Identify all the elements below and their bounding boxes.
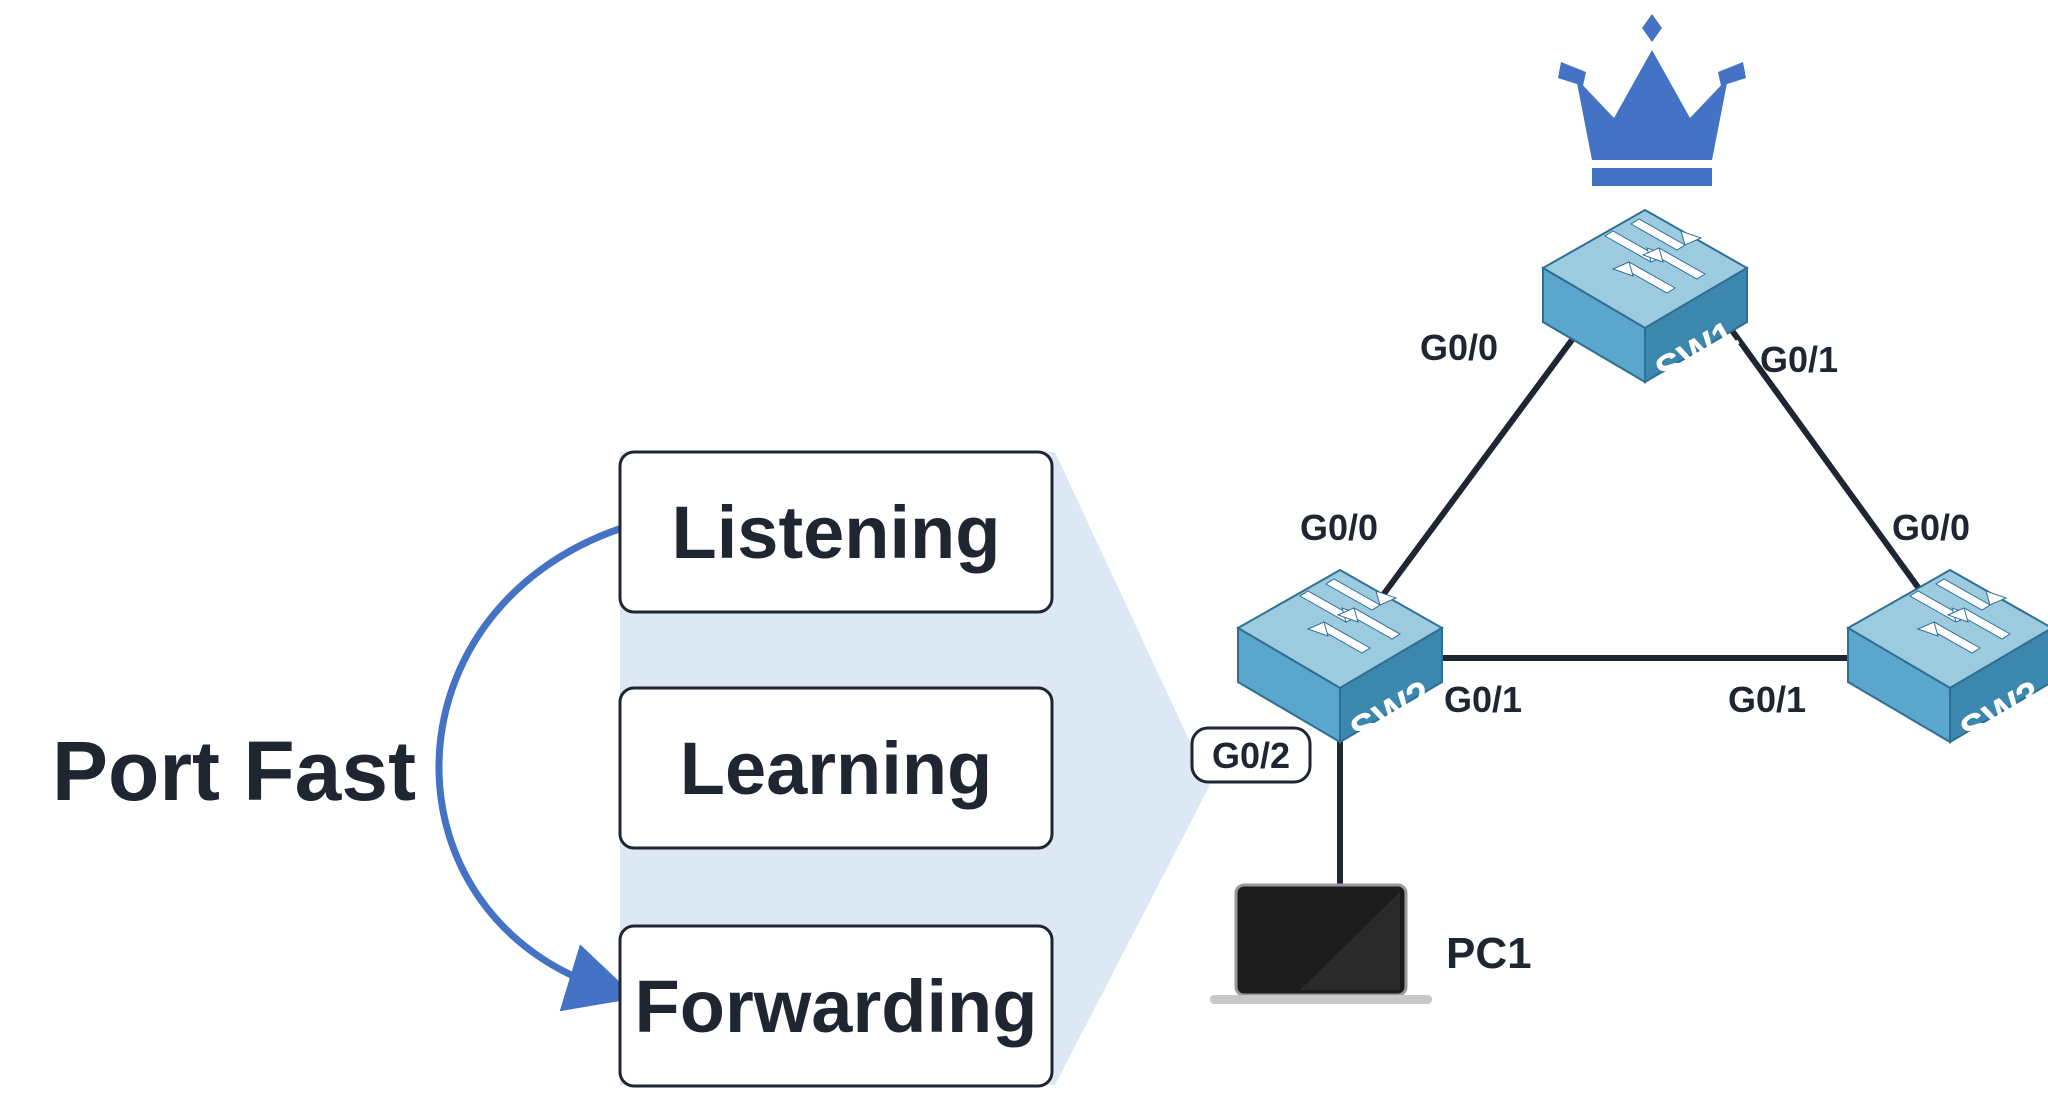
port-fast-label: Port Fast: [52, 724, 416, 818]
link-sw1-sw2: [1380, 323, 1586, 597]
sw3-port-g0-0: G0/0: [1892, 507, 1970, 548]
state-forwarding-label: Forwarding: [635, 965, 1038, 1048]
state-learning: Learning: [618, 686, 1054, 850]
switch-sw2: SW2: [1237, 569, 1443, 754]
sw1-port-g0-0: G0/0: [1420, 327, 1498, 368]
pc1-label: PC1: [1446, 929, 1532, 978]
sw2-port-g0-0: G0/0: [1300, 507, 1378, 548]
state-listening: Listening: [618, 450, 1054, 614]
sw2-port-g0-1: G0/1: [1444, 679, 1522, 720]
state-learning-label: Learning: [680, 727, 992, 810]
sw1-port-g0-1: G0/1: [1760, 339, 1838, 380]
portfast-arrow: [435, 524, 637, 1012]
sw2-port-g0-2-label: G0/2: [1212, 735, 1290, 776]
switch-sw3: SW3: [1847, 569, 2048, 754]
state-forwarding: Forwarding: [618, 924, 1054, 1088]
link-sw1-sw3: [1725, 323, 1923, 592]
laptop-icon: [1210, 883, 1432, 1004]
switch-sw1: SW1: [1542, 209, 1748, 394]
crown-icon: [1558, 14, 1746, 186]
state-listening-label: Listening: [672, 491, 1001, 574]
sw2-port-g0-2: G0/2: [1190, 726, 1312, 784]
sw3-port-g0-1: G0/1: [1728, 679, 1806, 720]
